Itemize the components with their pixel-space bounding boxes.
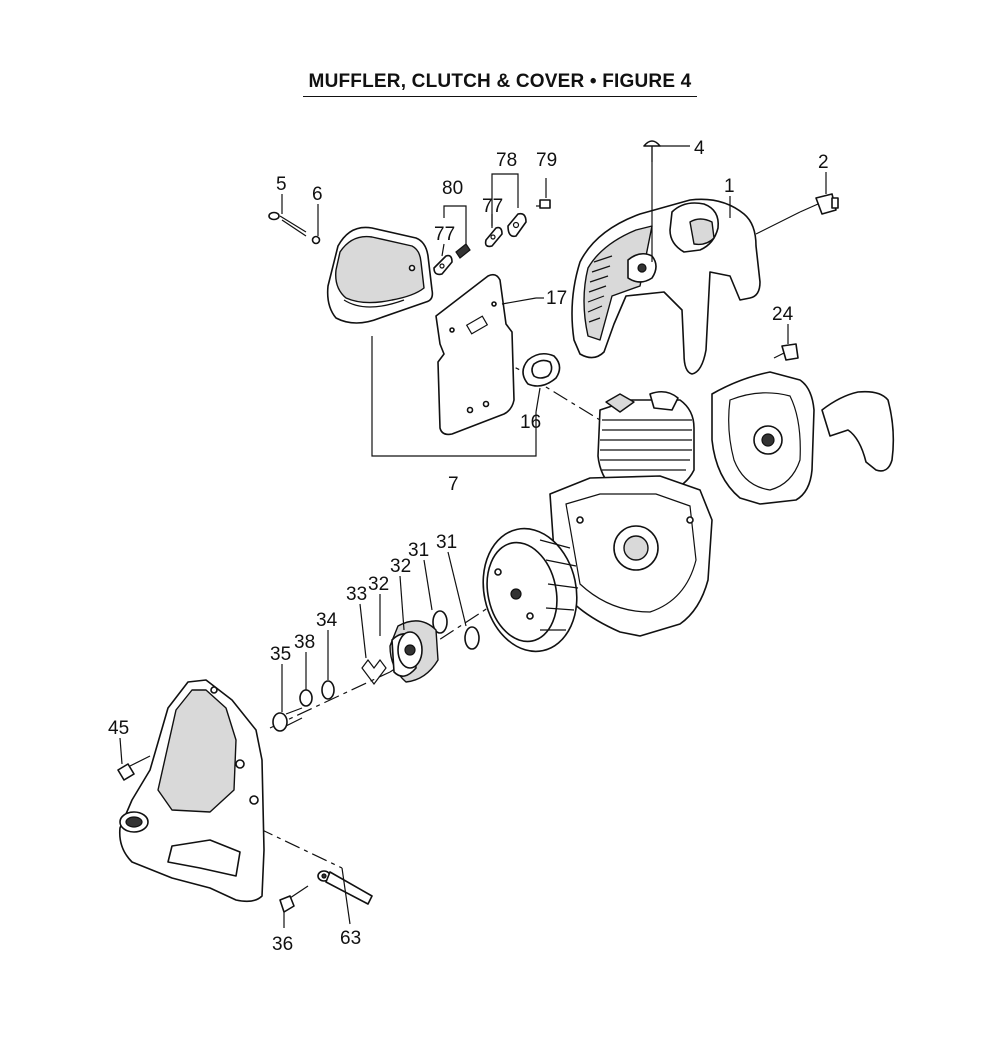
callout-6: 6 — [312, 184, 323, 205]
plate-78 — [507, 212, 527, 238]
callout-63: 63 — [340, 928, 361, 949]
plate-77-right — [484, 226, 503, 248]
flywheel — [482, 527, 579, 653]
callout-36: 36 — [272, 934, 293, 955]
callout-4: 4 — [694, 138, 705, 159]
crankcase — [549, 475, 713, 637]
washer-31-b — [464, 626, 480, 650]
washer-34 — [321, 680, 335, 700]
tool-63 — [317, 870, 373, 905]
clutch-shoes — [389, 620, 439, 683]
callout-24: 24 — [772, 304, 794, 325]
callout-17: 17 — [546, 288, 567, 309]
callout-5: 5 — [276, 174, 287, 195]
bolt-35 — [272, 707, 303, 732]
bolt-45 — [117, 755, 151, 781]
screw-79 — [536, 199, 551, 209]
muffler-cover — [326, 226, 434, 324]
callout-35: 35 — [270, 644, 291, 665]
callout-79: 79 — [536, 150, 557, 171]
callout-16: 16 — [520, 412, 541, 433]
callout-32-b: 32 — [390, 556, 411, 577]
plate-77-left — [433, 254, 453, 276]
callout-31-a: 31 — [408, 540, 429, 561]
screw-4 — [643, 140, 661, 162]
callout-7: 7 — [448, 474, 459, 495]
callout-78: 78 — [496, 150, 517, 171]
callout-33: 33 — [346, 584, 367, 605]
callout-2: 2 — [818, 152, 829, 173]
bolt-24 — [773, 343, 799, 361]
clutch-spring — [361, 659, 387, 685]
callout-numbers: 1 2 4 5 6 7 16 17 24 31 31 32 32 33 34 3… — [108, 138, 829, 955]
callout-32-a: 32 — [368, 574, 389, 595]
callout-77-a: 77 — [434, 224, 455, 245]
washer-38 — [299, 689, 313, 707]
muffler-plate — [435, 273, 515, 436]
washer-31-a — [432, 610, 448, 634]
engine-cylinder — [597, 390, 695, 491]
callout-77-b: 77 — [482, 196, 503, 217]
figure-title: MUFFLER, CLUTCH & COVER • FIGURE 4 — [303, 70, 697, 97]
recoil-starter — [711, 371, 895, 505]
washer-6 — [311, 235, 321, 245]
callout-1: 1 — [724, 176, 735, 197]
callout-31-b: 31 — [436, 532, 457, 553]
bolt-36 — [279, 885, 309, 913]
screw-5 — [268, 211, 307, 237]
callout-45: 45 — [108, 718, 129, 739]
callout-34: 34 — [316, 610, 338, 631]
bolt-80 — [455, 243, 471, 259]
bolt-2 — [799, 193, 839, 215]
callout-80: 80 — [442, 178, 463, 199]
leader-lines — [119, 145, 827, 928]
callout-38: 38 — [294, 632, 315, 653]
clutch-housing — [118, 679, 265, 903]
gasket — [522, 352, 561, 387]
engine-top-cover — [571, 146, 761, 375]
